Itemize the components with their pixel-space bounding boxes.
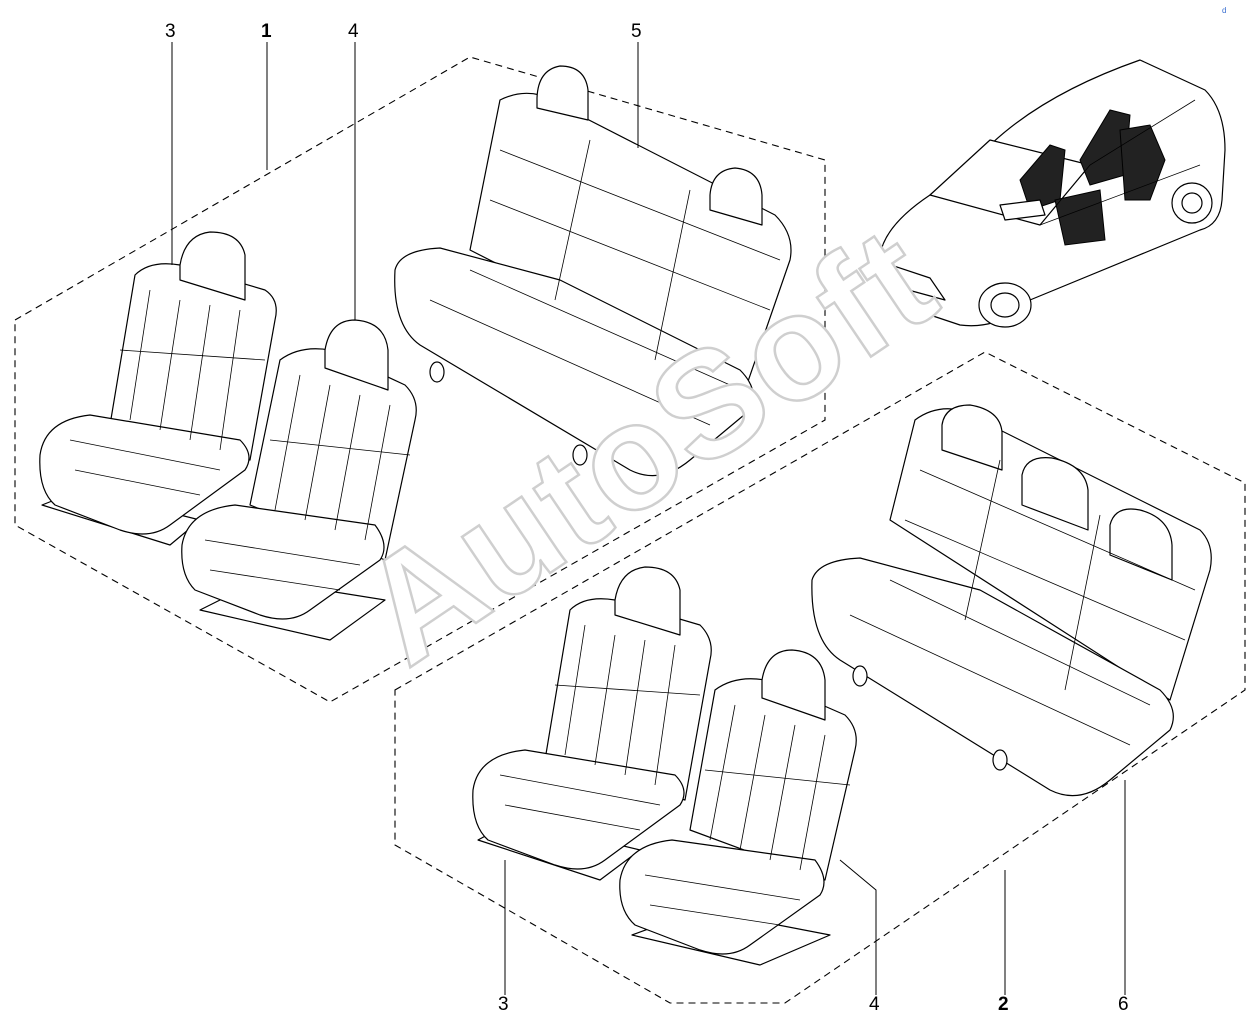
- front-seat-left-group1: [39, 231, 277, 546]
- vehicle-inset: [879, 59, 1226, 328]
- callout-label: 2: [998, 994, 1009, 1015]
- callout-label: 3: [165, 21, 176, 42]
- corner-mark: d: [1222, 6, 1227, 15]
- callout-label: 1: [261, 21, 272, 42]
- callout-label: 5: [631, 21, 642, 42]
- callout-label: 4: [348, 21, 359, 42]
- callout-label: 6: [1118, 994, 1129, 1015]
- group-1-boundary: [14, 56, 826, 703]
- callout-leaders: [171, 42, 1126, 995]
- rear-bench-seat-group1: [394, 65, 792, 477]
- front-seat-left-group2: [472, 566, 712, 881]
- callout-label: 4: [869, 994, 880, 1015]
- front-seat-right-group2: [619, 649, 857, 966]
- front-seat-right-group1: [181, 319, 417, 641]
- rear-bench-seat-group2: [811, 404, 1212, 797]
- callout-label: 3: [498, 994, 509, 1015]
- group-2-boundary: [394, 351, 1246, 1004]
